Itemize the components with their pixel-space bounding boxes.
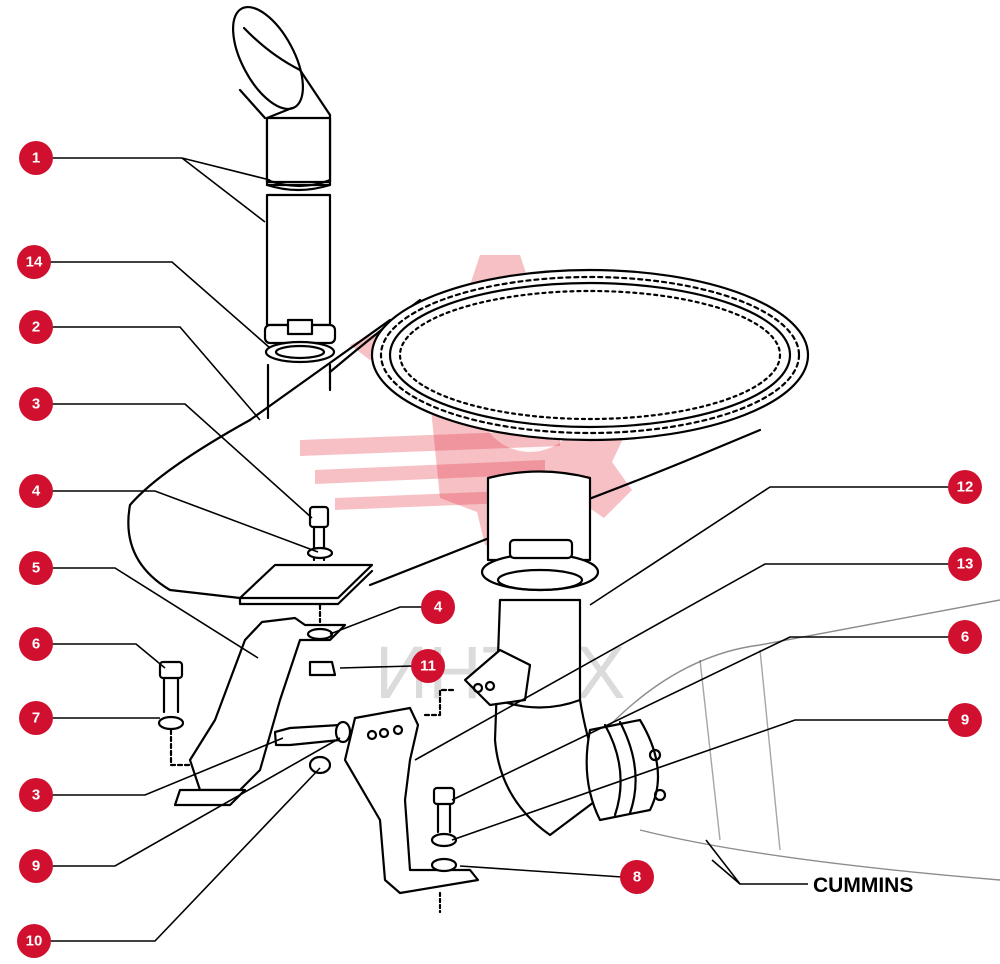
svg-text:8: 8 xyxy=(633,869,641,886)
callout-9: 9 xyxy=(19,849,53,883)
svg-text:7: 7 xyxy=(32,710,40,727)
svg-text:6: 6 xyxy=(32,636,40,653)
svg-text:10: 10 xyxy=(26,933,43,950)
callout-13: 13 xyxy=(948,547,982,581)
svg-text:3: 3 xyxy=(32,396,40,413)
svg-text:4: 4 xyxy=(32,483,41,500)
svg-text:6: 6 xyxy=(961,629,969,646)
callout-2: 2 xyxy=(19,310,53,344)
callout-4-right: 4 xyxy=(421,590,455,624)
callout-12: 12 xyxy=(948,470,982,504)
exhaust-stack xyxy=(231,5,337,420)
callout-11: 11 xyxy=(411,649,445,683)
callout-3-lower: 3 xyxy=(19,778,53,812)
svg-text:2: 2 xyxy=(32,319,40,336)
svg-text:11: 11 xyxy=(420,658,436,675)
leader-lines xyxy=(50,157,950,942)
callout-6: 6 xyxy=(19,627,53,661)
svg-text:13: 13 xyxy=(957,556,974,573)
callout-8: 8 xyxy=(620,860,654,894)
callout-14: 14 xyxy=(17,245,51,279)
svg-text:12: 12 xyxy=(957,479,974,496)
svg-text:5: 5 xyxy=(32,560,40,577)
callout-10: 10 xyxy=(17,924,51,958)
mounting-hardware xyxy=(157,505,480,914)
callout-7: 7 xyxy=(19,701,53,735)
engine-outline xyxy=(609,599,1000,881)
callout-5: 5 xyxy=(19,551,53,585)
callout-9-right: 9 xyxy=(948,703,982,737)
outlet-pipe xyxy=(463,470,667,837)
svg-text:9: 9 xyxy=(32,858,40,875)
callout-6-right: 6 xyxy=(948,620,982,654)
svg-text:4: 4 xyxy=(434,599,443,616)
svg-text:3: 3 xyxy=(32,787,40,804)
callout-4: 4 xyxy=(19,474,53,508)
svg-text:14: 14 xyxy=(26,254,43,271)
callout-1: 1 xyxy=(19,141,53,175)
svg-text:1: 1 xyxy=(32,150,40,167)
engine-label: CUMMINS xyxy=(813,874,913,897)
svg-text:9: 9 xyxy=(961,712,969,729)
callout-3: 3 xyxy=(19,387,53,421)
